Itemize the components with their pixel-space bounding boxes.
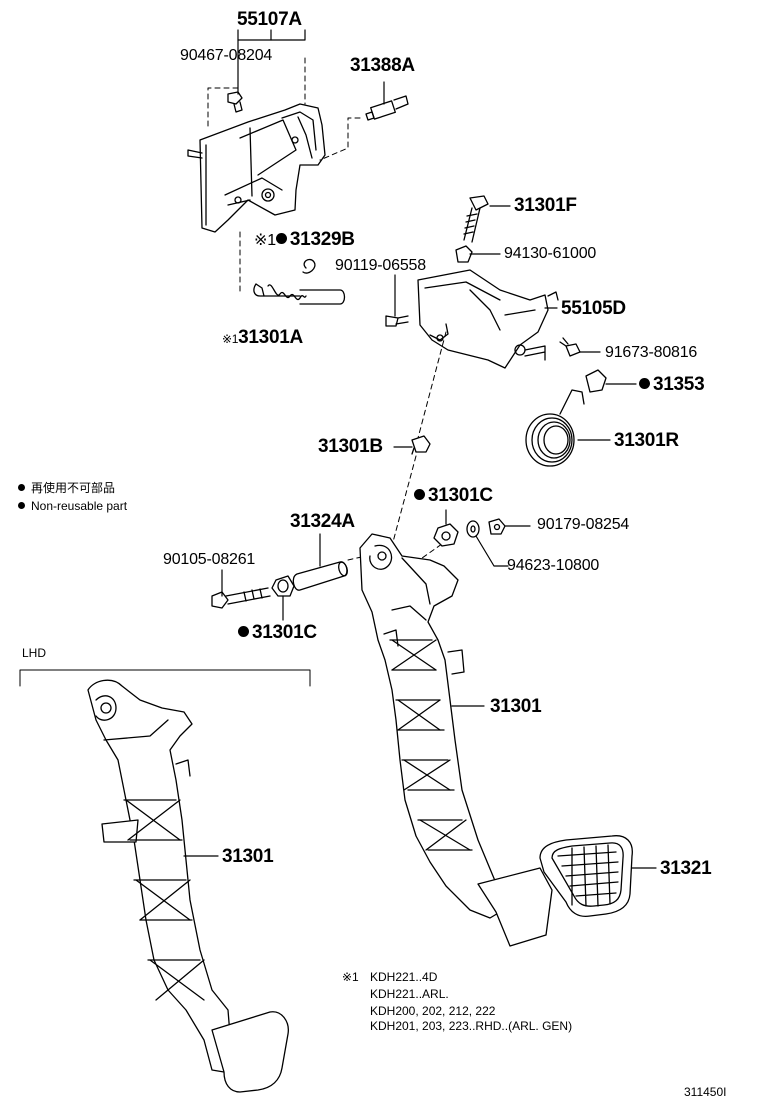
legend-jp-text: 再使用不可部品 xyxy=(31,481,116,495)
legend-en-text: Non-reusable part xyxy=(31,499,128,513)
label-91673-80816[interactable]: 91673-80816 xyxy=(605,344,698,361)
label-31301f[interactable]: 31301F xyxy=(514,195,577,216)
label-94130-61000[interactable]: 94130-61000 xyxy=(504,245,597,262)
label-31388a[interactable]: 31388A xyxy=(350,55,415,76)
nut-90179-shape xyxy=(488,518,506,535)
bracket-55105d-shape xyxy=(417,269,559,369)
label-31329b[interactable]: ※1 31329B xyxy=(254,230,355,249)
label-31301-left[interactable]: 31301 xyxy=(222,846,274,867)
bush-31324a-shape xyxy=(292,561,348,591)
part-number: 31301C xyxy=(252,622,317,643)
non-reusable-dot-icon xyxy=(414,489,425,500)
label-31353[interactable]: 31353 xyxy=(639,374,705,395)
bolt-90119-06558-shape xyxy=(385,315,409,327)
pad-31321-shape xyxy=(539,835,633,918)
pedal-31301-left-shape xyxy=(87,679,289,1093)
non-reusable-dot-icon xyxy=(238,626,249,637)
washer-94623-shape xyxy=(466,520,480,538)
pin-31301a-shape xyxy=(253,283,346,305)
label-55105d[interactable]: 55105D xyxy=(561,298,626,319)
pedal-31301-right-shape xyxy=(359,533,553,947)
note-line-3: KDH200, 202, 212, 222 xyxy=(370,1004,496,1018)
label-31301r[interactable]: 31301R xyxy=(614,430,679,451)
note-line-2: KDH221..ARL. xyxy=(370,987,449,1001)
non-reusable-dot-icon xyxy=(18,502,25,509)
label-31301b[interactable]: 31301B xyxy=(318,436,383,457)
figure-id: 311450I xyxy=(684,1085,727,1099)
nut-31301c-shape xyxy=(433,523,459,547)
switch-31388a-shape xyxy=(365,95,409,121)
legend-en: Non-reusable part xyxy=(18,500,127,512)
part-number: 31329B xyxy=(289,229,355,250)
label-94623-10800[interactable]: 94623-10800 xyxy=(507,557,600,574)
non-reusable-dot-icon xyxy=(639,378,650,389)
note-mark: ※1 xyxy=(254,232,276,249)
section-lhd: LHD xyxy=(22,646,47,660)
bolt-90105-shape xyxy=(211,587,271,609)
label-90179-08254[interactable]: 90179-08254 xyxy=(537,516,630,533)
bracket-55107a-shape xyxy=(187,103,326,233)
note-mark: ※1 xyxy=(222,332,239,346)
label-31301c-upper[interactable]: 31301C xyxy=(414,486,493,505)
cushion-31353-shape xyxy=(585,369,607,393)
label-31301c-lower[interactable]: 31301C xyxy=(238,623,317,642)
notes-mark: ※1 xyxy=(342,970,359,984)
spring-31301r-shape xyxy=(525,389,585,467)
bolt-91673-80816-shape xyxy=(559,337,581,357)
label-31321[interactable]: 31321 xyxy=(660,858,712,879)
bolt-90467-08204-shape xyxy=(227,91,243,113)
label-31301a[interactable]: ※131301A xyxy=(222,328,303,347)
non-reusable-dot-icon xyxy=(18,484,25,491)
label-31301-right[interactable]: 31301 xyxy=(490,696,542,717)
pin-31301b-shape xyxy=(411,435,431,455)
non-reusable-dot-icon xyxy=(275,233,287,244)
note-line-4: KDH201, 203, 223..RHD..(ARL. GEN) xyxy=(370,1019,573,1033)
washer-31301c-left-shape xyxy=(271,575,295,597)
label-90119-06558[interactable]: 90119-06558 xyxy=(335,257,426,274)
legend-jp: 再使用不可部品 xyxy=(18,482,115,494)
note-line-1: KDH221..4D xyxy=(370,970,438,984)
bolt-31301f-shape xyxy=(455,195,489,263)
label-90467-08204[interactable]: 90467-08204 xyxy=(180,47,273,64)
part-number: 31301C xyxy=(428,485,493,506)
part-number: 31301A xyxy=(238,327,303,348)
label-55107a[interactable]: 55107A xyxy=(237,9,302,30)
part-number: 31353 xyxy=(653,374,705,395)
clip-31329b-shape xyxy=(302,258,316,274)
label-90105-08261[interactable]: 90105-08261 xyxy=(163,551,256,568)
label-31324a[interactable]: 31324A xyxy=(290,511,355,532)
